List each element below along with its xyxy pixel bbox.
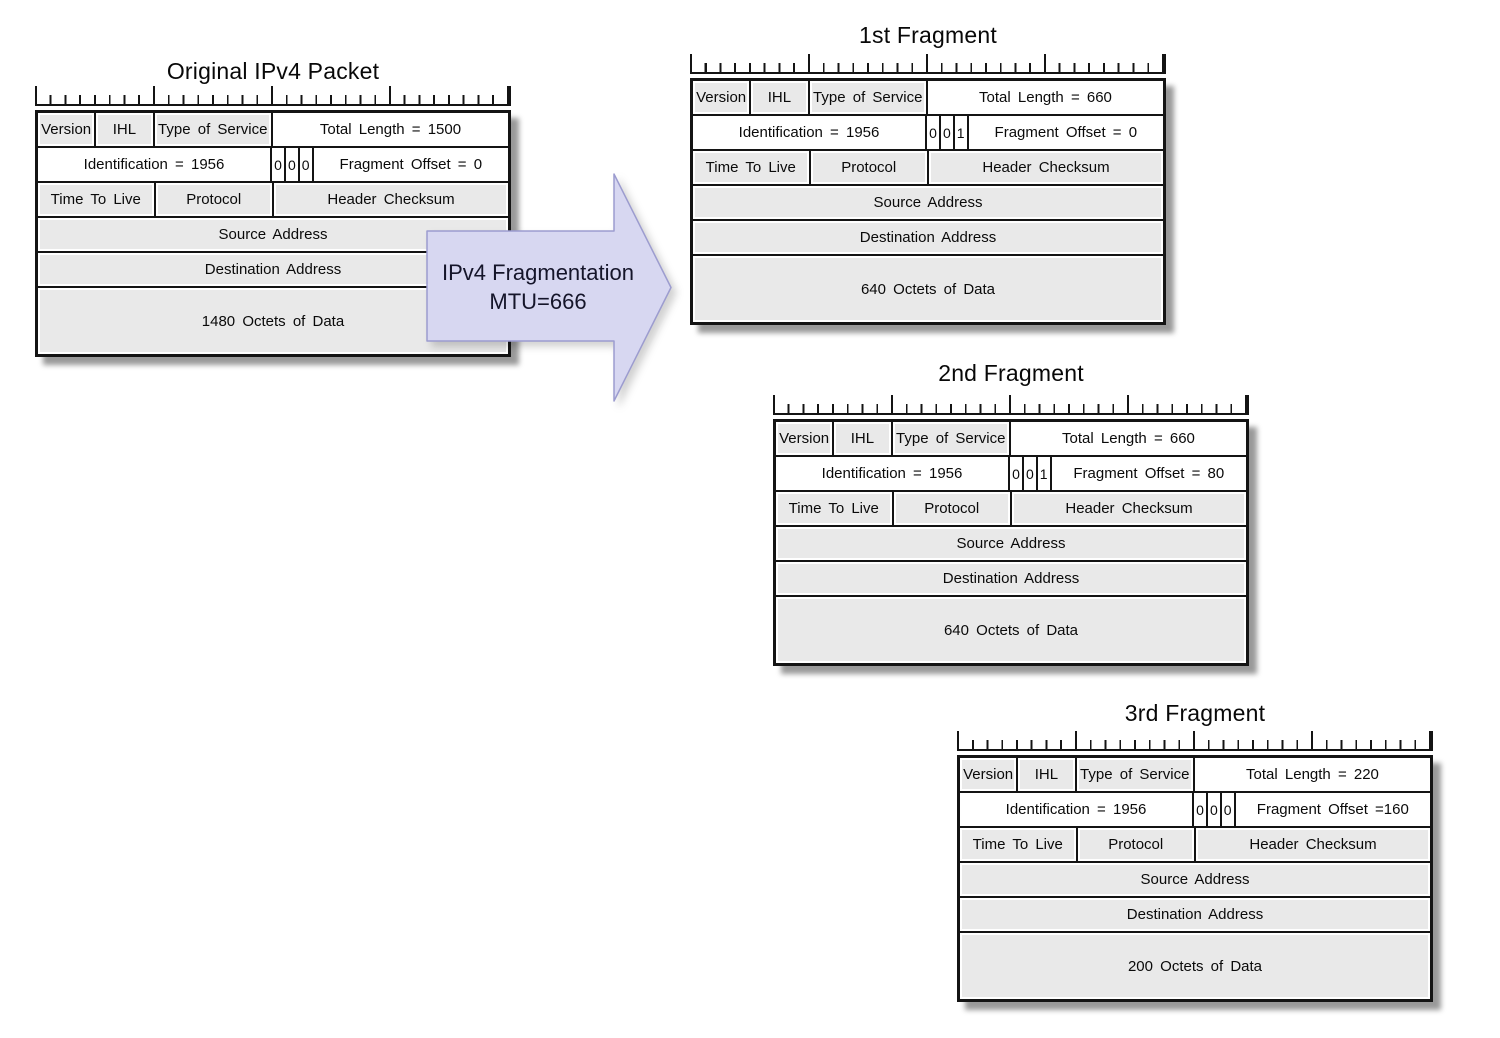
field-protocol: Protocol [1077,828,1196,861]
flag-reserved: 0 [927,116,941,149]
packet-fragment-3: 3rd Fragment Version IHL Type of Service… [957,700,1433,1002]
flag-dont-fragment: 0 [1023,457,1038,490]
bit-ruler [773,395,1249,415]
bit-ruler [690,54,1166,74]
field-identification: Identification = 1956 [776,457,1011,490]
field-header-checksum: Header Checksum [928,151,1163,184]
field-type-of-service: Type of Service [892,422,1011,455]
field-fragment-offset: Fragment Offset = 80 [1051,457,1246,490]
packet-title: 1st Fragment [859,22,997,48]
flag-reserved: 0 [1194,793,1208,826]
header-row-4: Source Address [960,863,1430,898]
payload-row: 200 Octets of Data [960,933,1430,999]
field-time-to-live: Time To Live [776,492,894,525]
bit-ruler [957,731,1433,751]
header-row-1: Version IHL Type of Service Total Length… [776,422,1246,457]
header-row-2: Identification = 1956 0 0 1 Fragment Off… [776,457,1246,492]
flag-dont-fragment: 0 [1207,793,1222,826]
field-identification: Identification = 1956 [960,793,1195,826]
header-row-2: Identification = 1956 0 0 0 Fragment Off… [960,793,1430,828]
arrow-label-line2: MTU=666 [489,289,587,314]
field-protocol: Protocol [893,492,1012,525]
header-row-4: Source Address [693,186,1163,221]
field-ihl: IHL [1018,758,1077,791]
flag-reserved: 0 [272,148,286,181]
flag-reserved: 0 [1010,457,1024,490]
packet-title: Original IPv4 Packet [166,58,380,84]
field-time-to-live: Time To Live [960,828,1078,861]
header-row-5: Destination Address [960,898,1430,933]
field-total-length: Total Length = 1500 [272,113,508,146]
header-row-5: Destination Address [693,221,1163,256]
payload-row: 640 Octets of Data [693,256,1163,322]
header-row-1: Version IHL Type of Service Total Length… [38,113,508,148]
flag-dont-fragment: 0 [940,116,955,149]
field-identification: Identification = 1956 [693,116,928,149]
field-destination-address: Destination Address [693,221,1163,254]
flag-dont-fragment: 0 [285,148,300,181]
field-header-checksum: Header Checksum [273,183,508,216]
field-fragment-offset: Fragment Offset = 0 [313,148,508,181]
right-arrow-icon [426,173,672,402]
field-destination-address: Destination Address [960,898,1430,931]
field-source-address: Source Address [960,863,1430,896]
flag-more-fragments: 1 [1037,457,1052,490]
header-row-5: Destination Address [776,562,1246,597]
header-row-2: Identification = 1956 0 0 0 Fragment Off… [38,148,508,183]
field-total-length: Total Length = 660 [927,81,1163,114]
field-version: Version [960,758,1019,791]
field-header-checksum: Header Checksum [1195,828,1430,861]
field-total-length: Total Length = 660 [1010,422,1246,455]
field-payload: 640 Octets of Data [693,256,1163,322]
field-type-of-service: Type of Service [809,81,928,114]
field-protocol: Protocol [155,183,274,216]
field-identification: Identification = 1956 [38,148,273,181]
fragmentation-arrow: IPv4 Fragmentation MTU=666 [426,172,674,402]
arrow-label: IPv4 Fragmentation MTU=666 [420,258,656,316]
header-row-3: Time To Live Protocol Header Checksum [776,492,1246,527]
field-total-length: Total Length = 220 [1194,758,1430,791]
header-row-3: Time To Live Protocol Header Checksum [693,151,1163,186]
field-time-to-live: Time To Live [693,151,811,184]
field-source-address: Source Address [776,527,1246,560]
arrow-label-line1: IPv4 Fragmentation [442,260,634,285]
flag-more-fragments: 0 [1221,793,1236,826]
field-ihl: IHL [751,81,810,114]
header-row-3: Time To Live Protocol Header Checksum [38,183,508,218]
flag-more-fragments: 1 [954,116,969,149]
packet-fragment-2: 2nd Fragment Version IHL Type of Service… [773,360,1249,666]
packet-box: Version IHL Type of Service Total Length… [773,419,1249,666]
payload-row: 640 Octets of Data [776,597,1246,663]
field-type-of-service: Type of Service [154,113,273,146]
field-fragment-offset: Fragment Offset = 0 [968,116,1163,149]
packet-title: 2nd Fragment [938,360,1084,386]
packet-fragment-1: 1st Fragment Version IHL Type of Service… [690,22,1166,325]
header-row-1: Version IHL Type of Service Total Length… [693,81,1163,116]
header-row-2: Identification = 1956 0 0 1 Fragment Off… [693,116,1163,151]
packet-box: Version IHL Type of Service Total Length… [690,78,1166,325]
field-ihl: IHL [96,113,155,146]
field-version: Version [776,422,835,455]
field-time-to-live: Time To Live [38,183,156,216]
field-header-checksum: Header Checksum [1011,492,1246,525]
flag-more-fragments: 0 [299,148,314,181]
header-row-3: Time To Live Protocol Header Checksum [960,828,1430,863]
header-row-4: Source Address [776,527,1246,562]
field-payload: 200 Octets of Data [960,933,1430,999]
header-row-1: Version IHL Type of Service Total Length… [960,758,1430,793]
field-ihl: IHL [834,422,893,455]
packet-box: Version IHL Type of Service Total Length… [957,755,1433,1002]
field-version: Version [693,81,752,114]
field-destination-address: Destination Address [776,562,1246,595]
packet-title: 3rd Fragment [1124,700,1266,726]
field-version: Version [38,113,97,146]
field-payload: 640 Octets of Data [776,597,1246,663]
field-protocol: Protocol [810,151,929,184]
bit-ruler [35,86,511,106]
field-source-address: Source Address [693,186,1163,219]
field-fragment-offset: Fragment Offset =160 [1235,793,1430,826]
field-type-of-service: Type of Service [1076,758,1195,791]
